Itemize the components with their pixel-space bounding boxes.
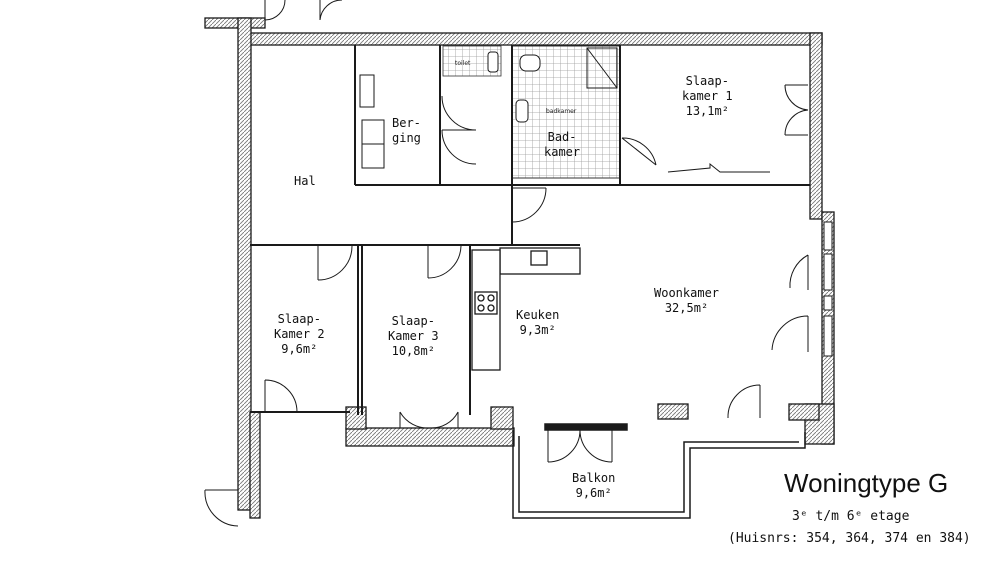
- label-slaapkamer1: Slaap- kamer 1 13,1m²: [682, 74, 733, 119]
- label-slaapkamer3: Slaap- Kamer 3 10,8m²: [388, 314, 439, 359]
- label-keuken: Keuken 9,3m²: [516, 308, 559, 338]
- wall-right-upper: [809, 32, 823, 220]
- label-berging-line1: Ber-: [392, 116, 421, 130]
- label-badkamer-line1: Bad-: [547, 130, 577, 144]
- label-slaapkamer3-line1: Slaap-: [391, 314, 435, 328]
- exterior-walls: [204, 17, 835, 519]
- doors: [204, 0, 809, 527]
- plan-floors: 3ᵉ t/m 6ᵉ etage: [792, 509, 910, 524]
- label-slaapkamer3-area: 10,8m²: [391, 344, 435, 358]
- column-right: [490, 406, 514, 430]
- label-balkon: Balkon 9,6m²: [572, 471, 615, 501]
- label-slaapkamer3-line2: Kamer 3: [388, 329, 439, 343]
- label-badkamer-small: badkamer: [546, 108, 577, 115]
- label-woonkamer: Woonkamer 32,5m²: [654, 286, 719, 316]
- plan-title: Woningtype G: [784, 468, 949, 498]
- label-berging: Ber- ging: [392, 116, 421, 146]
- label-slaapkamer2-line1: Slaap-: [277, 312, 321, 326]
- plan-house-numbers: (Huisnrs: 354, 364, 374 en 384): [728, 531, 971, 546]
- label-woonkamer-name: Woonkamer: [654, 286, 720, 300]
- label-slaapkamer2: Slaap- Kamer 2 9,6m²: [274, 312, 325, 357]
- label-woonkamer-area: 32,5m²: [664, 301, 709, 315]
- label-balkon-name: Balkon: [572, 471, 616, 485]
- wall-slaapkamer3-bottom: [345, 427, 515, 447]
- kitchen-counter: [471, 247, 581, 371]
- interior-walls: [250, 45, 810, 415]
- wall-top-left-stub: [204, 17, 266, 29]
- windows-right: [823, 221, 833, 357]
- label-slaapkamer1-area: 13,1m²: [685, 104, 729, 118]
- label-balkon-area: 9,6m²: [575, 486, 612, 500]
- balkon-outline: [512, 423, 806, 519]
- label-slaapkamer2-area: 9,6m²: [281, 342, 318, 356]
- label-badkamer-line2: kamer: [544, 145, 581, 159]
- column-woonkamer: [657, 403, 689, 420]
- label-keuken-area: 9,3m²: [519, 323, 556, 337]
- label-slaapkamer1-line1: Slaap-: [685, 74, 729, 88]
- label-berging-line2: ging: [392, 131, 421, 145]
- wall-bottom-left: [249, 411, 261, 519]
- wall-top: [249, 32, 823, 46]
- label-toilet: toilet: [455, 60, 471, 67]
- label-slaapkamer2-line2: Kamer 2: [274, 327, 325, 341]
- label-keuken-name: Keuken: [516, 308, 560, 322]
- bathroom-fixtures: [359, 47, 618, 169]
- column-corner: [788, 403, 820, 421]
- label-hal: Hal: [294, 174, 316, 189]
- label-hal-name: Hal: [294, 174, 316, 188]
- wall-left: [237, 17, 252, 511]
- label-slaapkamer1-line2: kamer 1: [682, 89, 733, 103]
- label-badkamer: Bad- kamer: [544, 130, 580, 160]
